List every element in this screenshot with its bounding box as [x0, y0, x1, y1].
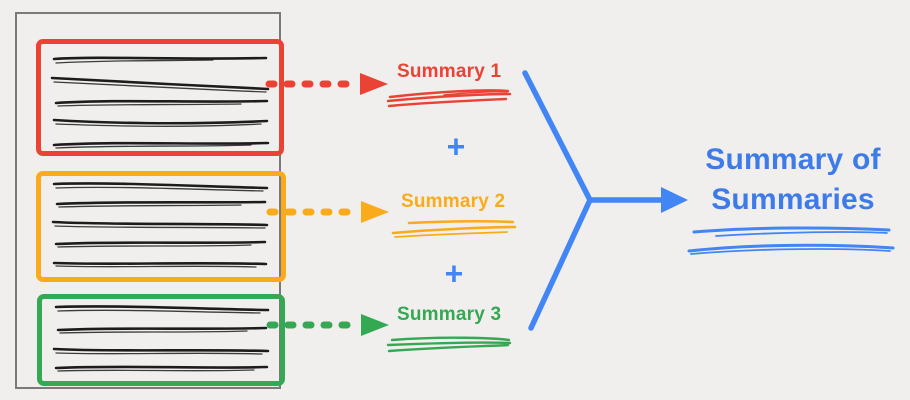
- result-title: Summary of Summaries: [686, 140, 900, 220]
- document-section-2: [36, 171, 286, 282]
- section-3-text-scribbles: [52, 305, 270, 372]
- summary-2-label: Summary 2: [401, 191, 506, 212]
- result-title-scribble: [687, 226, 895, 255]
- plus-operator-2: +: [444, 255, 464, 292]
- summary-3-label: Summary 3: [397, 304, 502, 325]
- arrow-section3-to-summary3: [266, 314, 389, 336]
- summary-1-scribble: [386, 89, 512, 108]
- arrow-section2-to-summary2: [266, 201, 389, 223]
- result-title-line1: Summary of: [705, 143, 881, 176]
- merge-arrow: [522, 70, 688, 331]
- summary-1-label: Summary 1: [397, 61, 502, 82]
- summary-2-scribble: [391, 220, 517, 238]
- summary-3-scribble: [386, 336, 512, 353]
- document-section-3: [37, 294, 285, 386]
- document-section-1: [36, 39, 284, 156]
- source-document: [15, 12, 286, 389]
- section-1-text-scribbles: [50, 56, 270, 149]
- result-title-line2: Summaries: [711, 183, 875, 216]
- arrow-section1-to-summary1: [265, 73, 388, 95]
- plus-operator-1: +: [446, 128, 466, 165]
- section-2-text-scribbles: [51, 182, 269, 268]
